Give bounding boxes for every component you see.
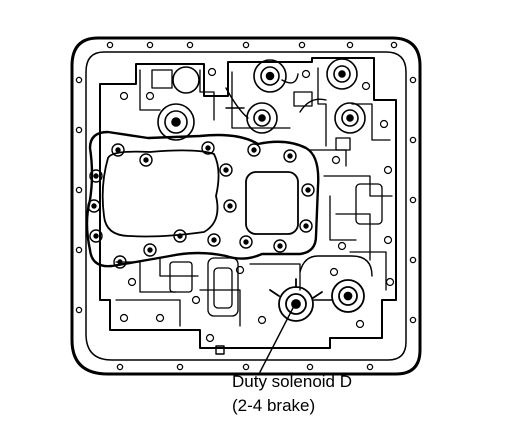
valve-body-passages	[115, 67, 393, 327]
plug-large-top	[172, 66, 200, 94]
solenoid-wiring	[225, 73, 327, 119]
valve-body-outline	[99, 57, 397, 349]
pan-flange-outer	[70, 36, 422, 376]
strainer-inner-opening	[101, 149, 220, 238]
duty-solenoid-d-function-label: (2-4 brake)	[232, 396, 316, 415]
pan-flange-inner	[85, 51, 407, 361]
strainer-screen-window	[245, 171, 299, 235]
valve-body-bolts	[119, 67, 395, 343]
flange-bolt-holes	[75, 41, 417, 371]
duty-solenoid-d-label: Duty solenoid D	[232, 372, 353, 391]
lower-solenoid-wiring	[299, 255, 373, 301]
callout-leader-line	[259, 305, 295, 373]
solenoid-upper-right	[326, 58, 358, 90]
solenoid-upper-center	[253, 59, 287, 93]
solenoid-mid-right	[334, 102, 366, 134]
oil-strainer	[85, 130, 320, 268]
pan-drain-tab	[215, 345, 225, 355]
solenoid-lower-right	[331, 279, 365, 313]
strainer-bolts	[87, 141, 315, 269]
solenoid-upper-left	[157, 103, 195, 141]
